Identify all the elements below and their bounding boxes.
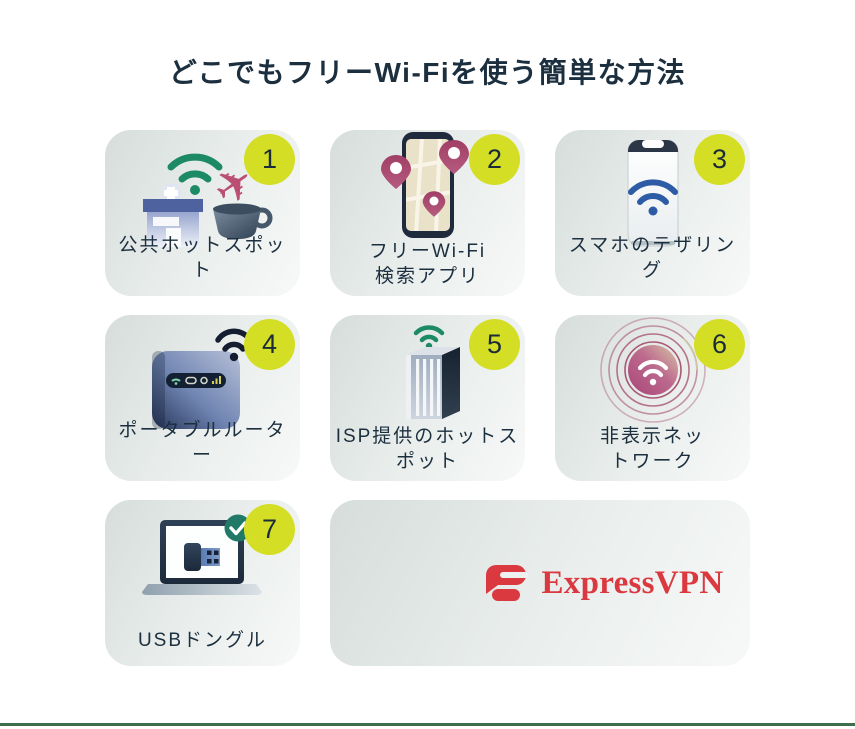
step-number: 6 [711, 329, 728, 359]
expressvpn-wordmark: ExpressVPN [541, 564, 724, 601]
card-isp-hotspot: 5 ISP提供のホットス ポット [330, 315, 525, 481]
usb-dongle-icon [105, 508, 300, 620]
portable-router-icon [105, 323, 300, 435]
step-badge: 3 [694, 134, 745, 185]
step-badge: 2 [469, 134, 520, 185]
hidden-network-icon [555, 317, 750, 423]
step-badge: 1 [244, 134, 295, 185]
step-badge: 7 [244, 504, 295, 555]
brand-card: ExpressVPN [330, 500, 750, 666]
card-label: 非表示ネッ トワーク [599, 425, 705, 472]
page-title: どこでもフリーWi-Fiを使う簡単な方法 [168, 57, 687, 88]
card-label: スマホのテザリング [568, 234, 737, 281]
step-number: 5 [486, 329, 503, 359]
free-wifi-finder-app-icon [330, 132, 525, 238]
step-number: 7 [261, 514, 278, 544]
card-public-hotspot: ✈ 1 公共ホットスポット [105, 130, 300, 296]
card-smartphone-tethering: 3 スマホのテザリング [555, 130, 750, 296]
card-label: 公共ホットスポット [118, 234, 287, 281]
step-badge: 6 [694, 319, 745, 370]
card-label: USBドングル [137, 629, 268, 651]
card-portable-router: 4 ポータブルルーター [105, 315, 300, 481]
public-hotspot-icon: ✈ [105, 138, 300, 250]
card-free-wifi-finder-app: 2 フリーWi-Fi 検索アプリ [330, 130, 525, 296]
smartphone-tethering-icon [555, 138, 750, 250]
card-label: ISP提供のホットス ポット [335, 425, 520, 472]
step-number: 1 [261, 144, 278, 174]
footer-accent-line [0, 723, 855, 726]
expressvpn-logo: ExpressVPN [480, 563, 723, 603]
step-badge: 4 [244, 319, 295, 370]
steps-grid: ✈ 1 公共ホットスポット [105, 130, 750, 666]
step-number: 4 [261, 329, 278, 359]
card-usb-dongle: 7 USBドングル [105, 500, 300, 666]
step-badge: 5 [469, 319, 520, 370]
step-number: 2 [486, 144, 503, 174]
card-label: ポータブルルーター [118, 419, 287, 466]
step-number: 3 [711, 144, 728, 174]
card-hidden-network: 6 非表示ネッ トワーク [555, 315, 750, 481]
isp-hotspot-icon [330, 323, 525, 419]
expressvpn-logomark-icon [480, 563, 529, 603]
card-label: フリーWi-Fi 検索アプリ [368, 240, 487, 287]
